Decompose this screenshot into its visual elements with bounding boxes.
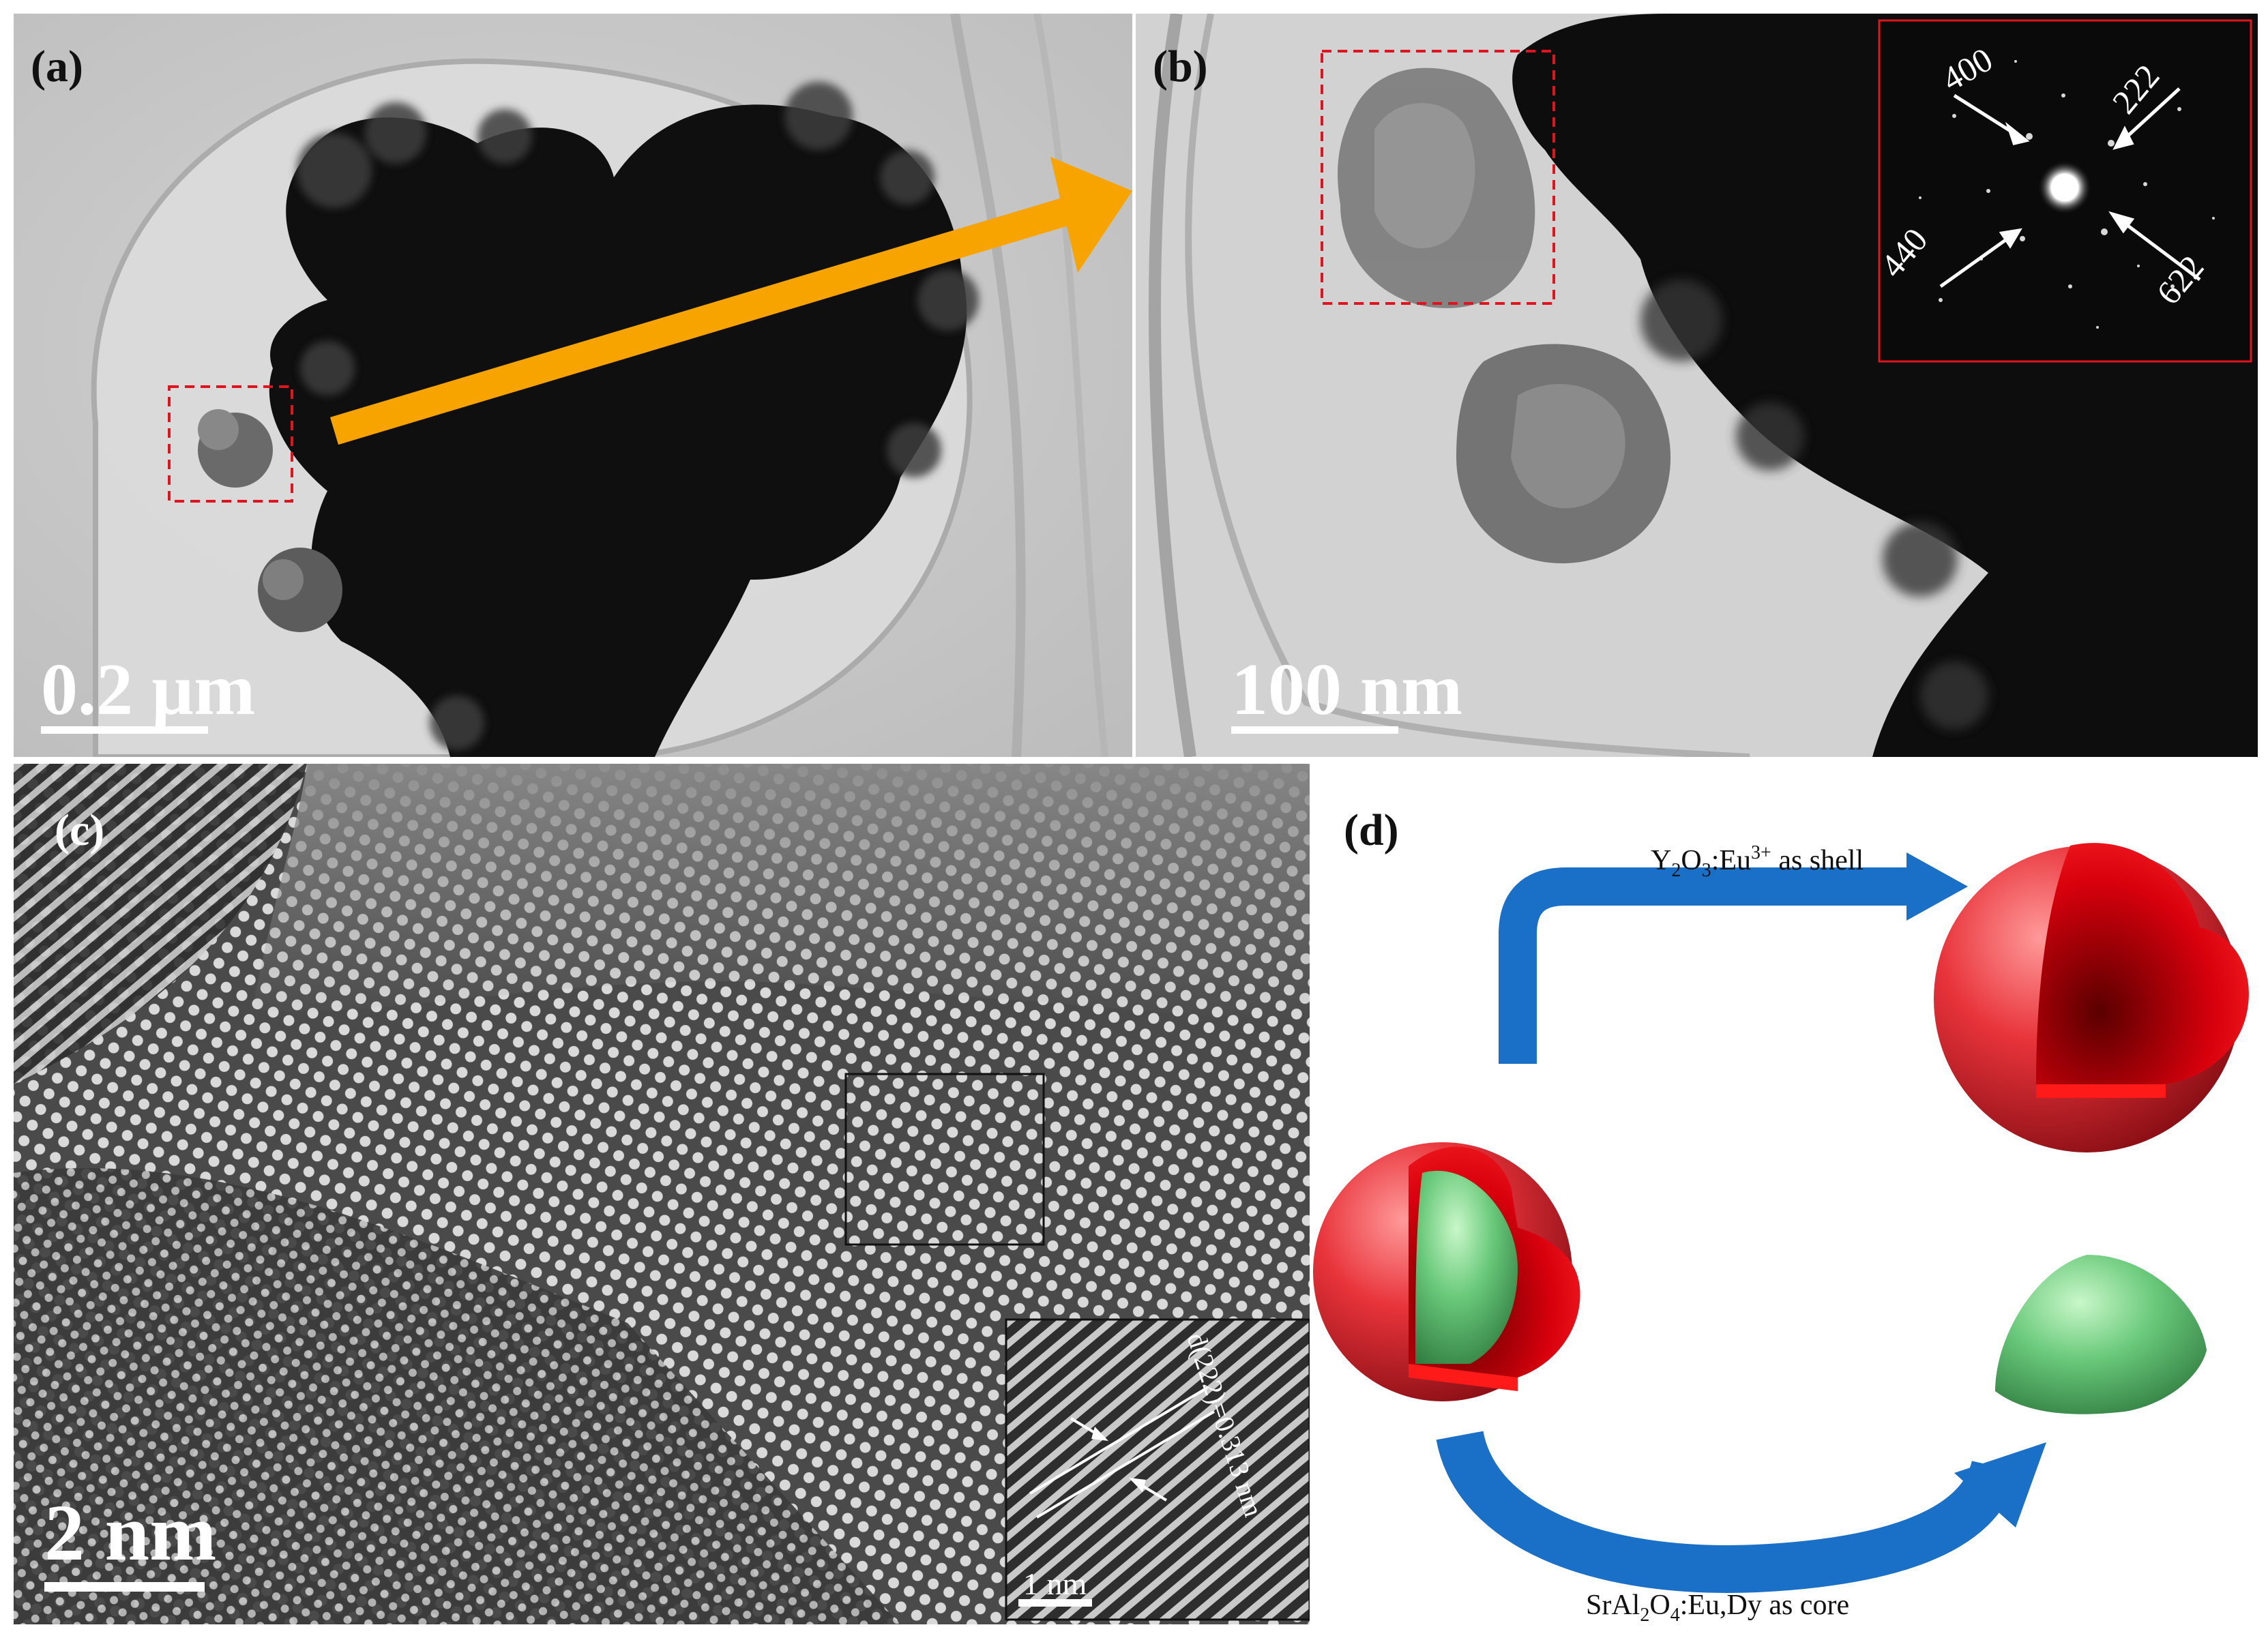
core-sphere [1995, 1255, 2207, 1414]
panel-c: 1 nm d(222)=0.313 nm (c) 2 nm [14, 764, 1310, 1624]
grey-particle-bottom [1456, 344, 1671, 564]
core-shell-sphere [1313, 1142, 1580, 1401]
shell-sphere [1934, 843, 2249, 1152]
panel-a: (a) 0.2 µm [14, 14, 1132, 757]
scale-bar-c [44, 1582, 205, 1592]
panel-a-tem-image [14, 14, 1132, 757]
particle-cluster [269, 82, 979, 757]
panel-label-c: (c) [55, 805, 105, 855]
zoom-arrow [329, 157, 1132, 445]
grey-particle-top [1338, 68, 1535, 308]
panel-label-a: (a) [31, 42, 83, 91]
shell-label: Y2O3:Eu3+ as shell [1651, 842, 1864, 881]
saed-pattern-inset: 400 222 440 622 [1873, 19, 2252, 363]
scale-bar-b [1231, 726, 1398, 734]
panel-label-d: (d) [1344, 805, 1399, 855]
hrtem-inset: 1 nm d(222)=0.313 nm [1005, 1318, 1310, 1621]
panel-b-tem-image: 400 222 440 622 [1136, 14, 2258, 757]
core-label: SrAl2O4:Eu,Dy as core [1586, 1590, 1849, 1624]
scale-bar-inset [1018, 1599, 1092, 1607]
scale-bar-label-a: 0.2 µm [41, 649, 256, 730]
shell-arrow [1499, 852, 1968, 1064]
scale-bar-label-c: 2 nm [44, 1488, 217, 1577]
panel-c-hrtem-image: 1 nm d(222)=0.313 nm [14, 764, 1310, 1624]
panel-label-b: (b) [1153, 42, 1208, 91]
zoom-box-b [1321, 50, 1555, 305]
selected-area-box [844, 1073, 1045, 1246]
scale-bar-label-inset: 1 nm [1023, 1566, 1087, 1601]
scale-bar-label-b: 100 nm [1231, 649, 1463, 730]
panel-b: 400 222 440 622 (b) 100 nm [1136, 14, 2258, 757]
core-arrow [1436, 1430, 2046, 1593]
zoom-box-a [168, 385, 293, 503]
scale-bar-a [41, 726, 208, 734]
panel-d: Y2O3:Eu3+ as shell SrAl2O4:Eu,Dy as core… [1313, 764, 2261, 1624]
small-particle-left [198, 409, 342, 632]
core-shell-diagram: Y2O3:Eu3+ as shell SrAl2O4:Eu,Dy as core [1313, 842, 2249, 1624]
